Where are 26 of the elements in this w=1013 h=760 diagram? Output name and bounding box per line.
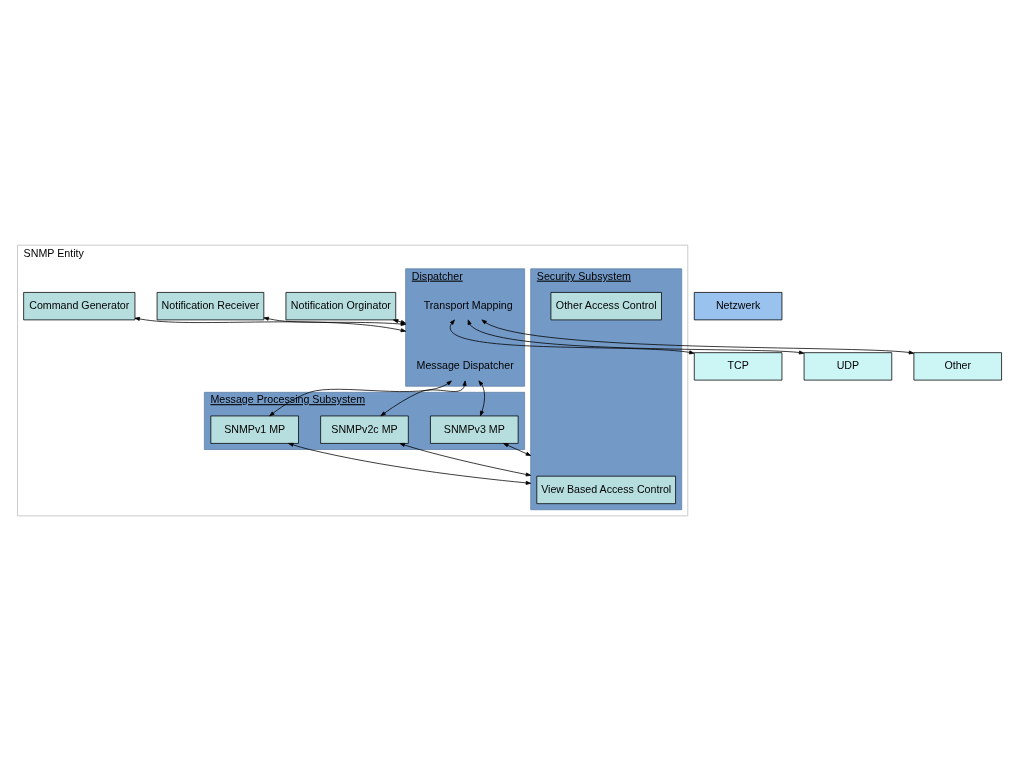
- arrow: [399, 442, 532, 476]
- arrow: [393, 318, 407, 324]
- node-box: Notification Receiver: [156, 291, 265, 320]
- node-text: Message Dispatcher: [416, 358, 514, 371]
- arrow: [449, 319, 695, 354]
- node-box: Netzwerk: [693, 291, 783, 320]
- node-box: Command Generator: [23, 291, 136, 320]
- arrow: [134, 316, 407, 332]
- node-box: Notification Orginator: [285, 291, 397, 320]
- arrow: [503, 442, 532, 456]
- arrow: [263, 316, 407, 326]
- node-text: Transport Mapping: [423, 298, 513, 311]
- node-box: TCP: [693, 351, 783, 380]
- arrow: [288, 442, 532, 485]
- arrow: [481, 319, 915, 354]
- node-box: SNMPv2c MP: [320, 415, 409, 444]
- node-box: Other: [913, 351, 1002, 380]
- node-box: Other Access Control: [550, 291, 662, 320]
- node-box: SNMPv3 MP: [430, 415, 519, 444]
- node-box: UDP: [803, 351, 893, 380]
- node-box: View Based Access Control: [536, 475, 676, 504]
- arrow: [478, 380, 485, 416]
- node-box: SNMPv1 MP: [210, 415, 299, 444]
- arrow: [269, 380, 452, 416]
- arrow: [467, 319, 805, 354]
- arrow: [380, 380, 467, 416]
